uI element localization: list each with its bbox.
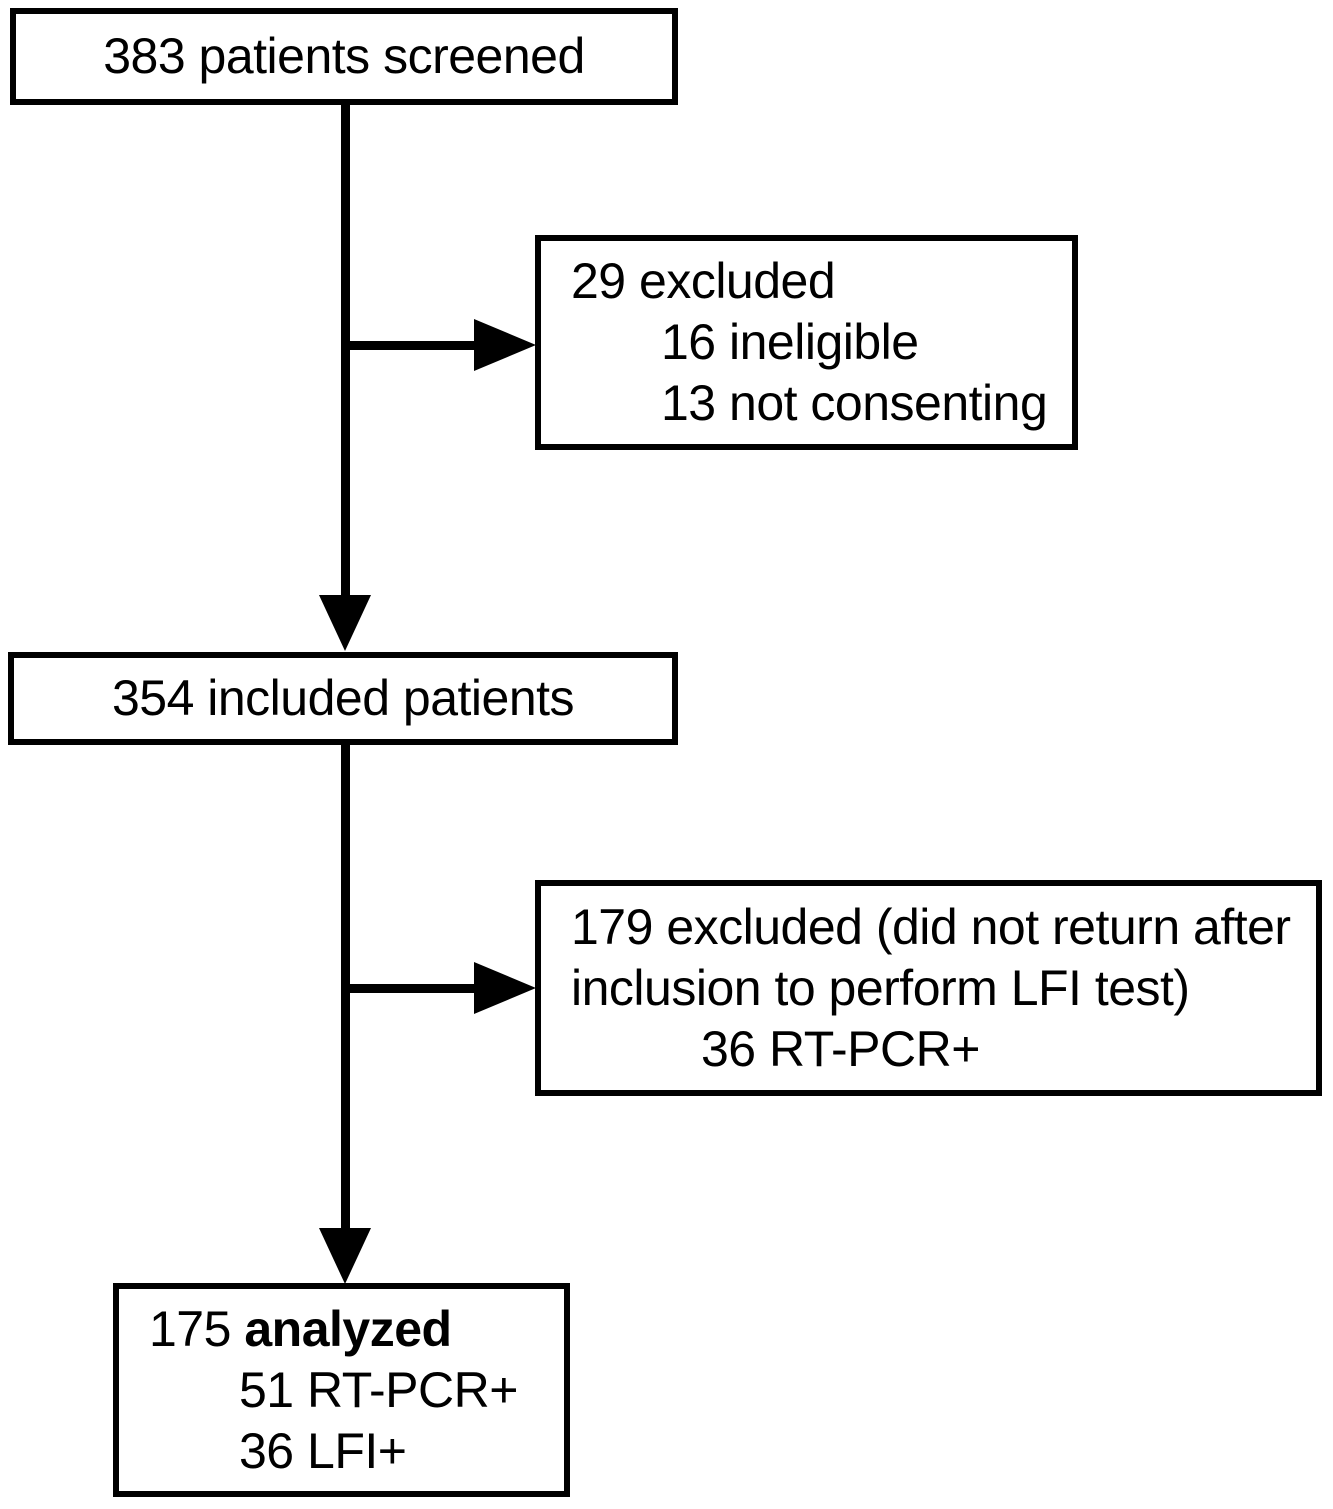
node-analyzed-label: analyzed bbox=[244, 1300, 452, 1357]
node-excluded-followup-line-1: 179 excluded (did not return after bbox=[571, 898, 1291, 955]
node-179-excluded: 179 excluded (did not return after inclu… bbox=[535, 880, 1322, 1096]
node-analyzed-line-2: 51 RT-PCR+ bbox=[239, 1361, 518, 1418]
node-included-line-1: 354 included patients bbox=[111, 670, 575, 726]
node-excluded-screening-line-3: 13 not consenting bbox=[661, 375, 1048, 431]
node-analyzed-line-3: 36 LFI+ bbox=[239, 1422, 407, 1479]
connector-screened-to-excluded bbox=[341, 341, 486, 350]
arrowhead-right-to-excluded-screening bbox=[474, 319, 536, 371]
arrowhead-down-to-included bbox=[319, 595, 371, 651]
arrowhead-right-to-excluded-followup bbox=[474, 962, 536, 1014]
node-analyzed-spacer bbox=[231, 1301, 244, 1357]
node-354-included-patients: 354 included patients bbox=[8, 652, 678, 745]
node-analyzed-count: 175 bbox=[149, 1300, 231, 1357]
connector-screened-to-included bbox=[341, 105, 350, 595]
node-analyzed-line-1: 175 analyzed bbox=[149, 1299, 564, 1360]
connector-included-to-excluded-followup bbox=[341, 984, 486, 993]
node-383-patients-screened: 383 patients screened bbox=[10, 8, 678, 105]
node-excluded-followup-line-3: 36 RT-PCR+ bbox=[701, 1020, 980, 1077]
node-screened-line-1: 383 patients screened bbox=[103, 28, 585, 84]
node-175-analyzed: 175 analyzed 51 RT-PCR+ 36 LFI+ bbox=[113, 1283, 570, 1497]
node-excluded-screening-line-1: 29 excluded bbox=[571, 253, 836, 309]
arrowhead-down-to-analyzed bbox=[319, 1228, 371, 1284]
node-excluded-screening-line-2: 16 ineligible bbox=[661, 314, 919, 370]
node-29-excluded: 29 excluded 16 ineligible 13 not consent… bbox=[535, 235, 1078, 450]
node-excluded-followup-line-2: inclusion to perform LFI test) bbox=[571, 959, 1190, 1016]
